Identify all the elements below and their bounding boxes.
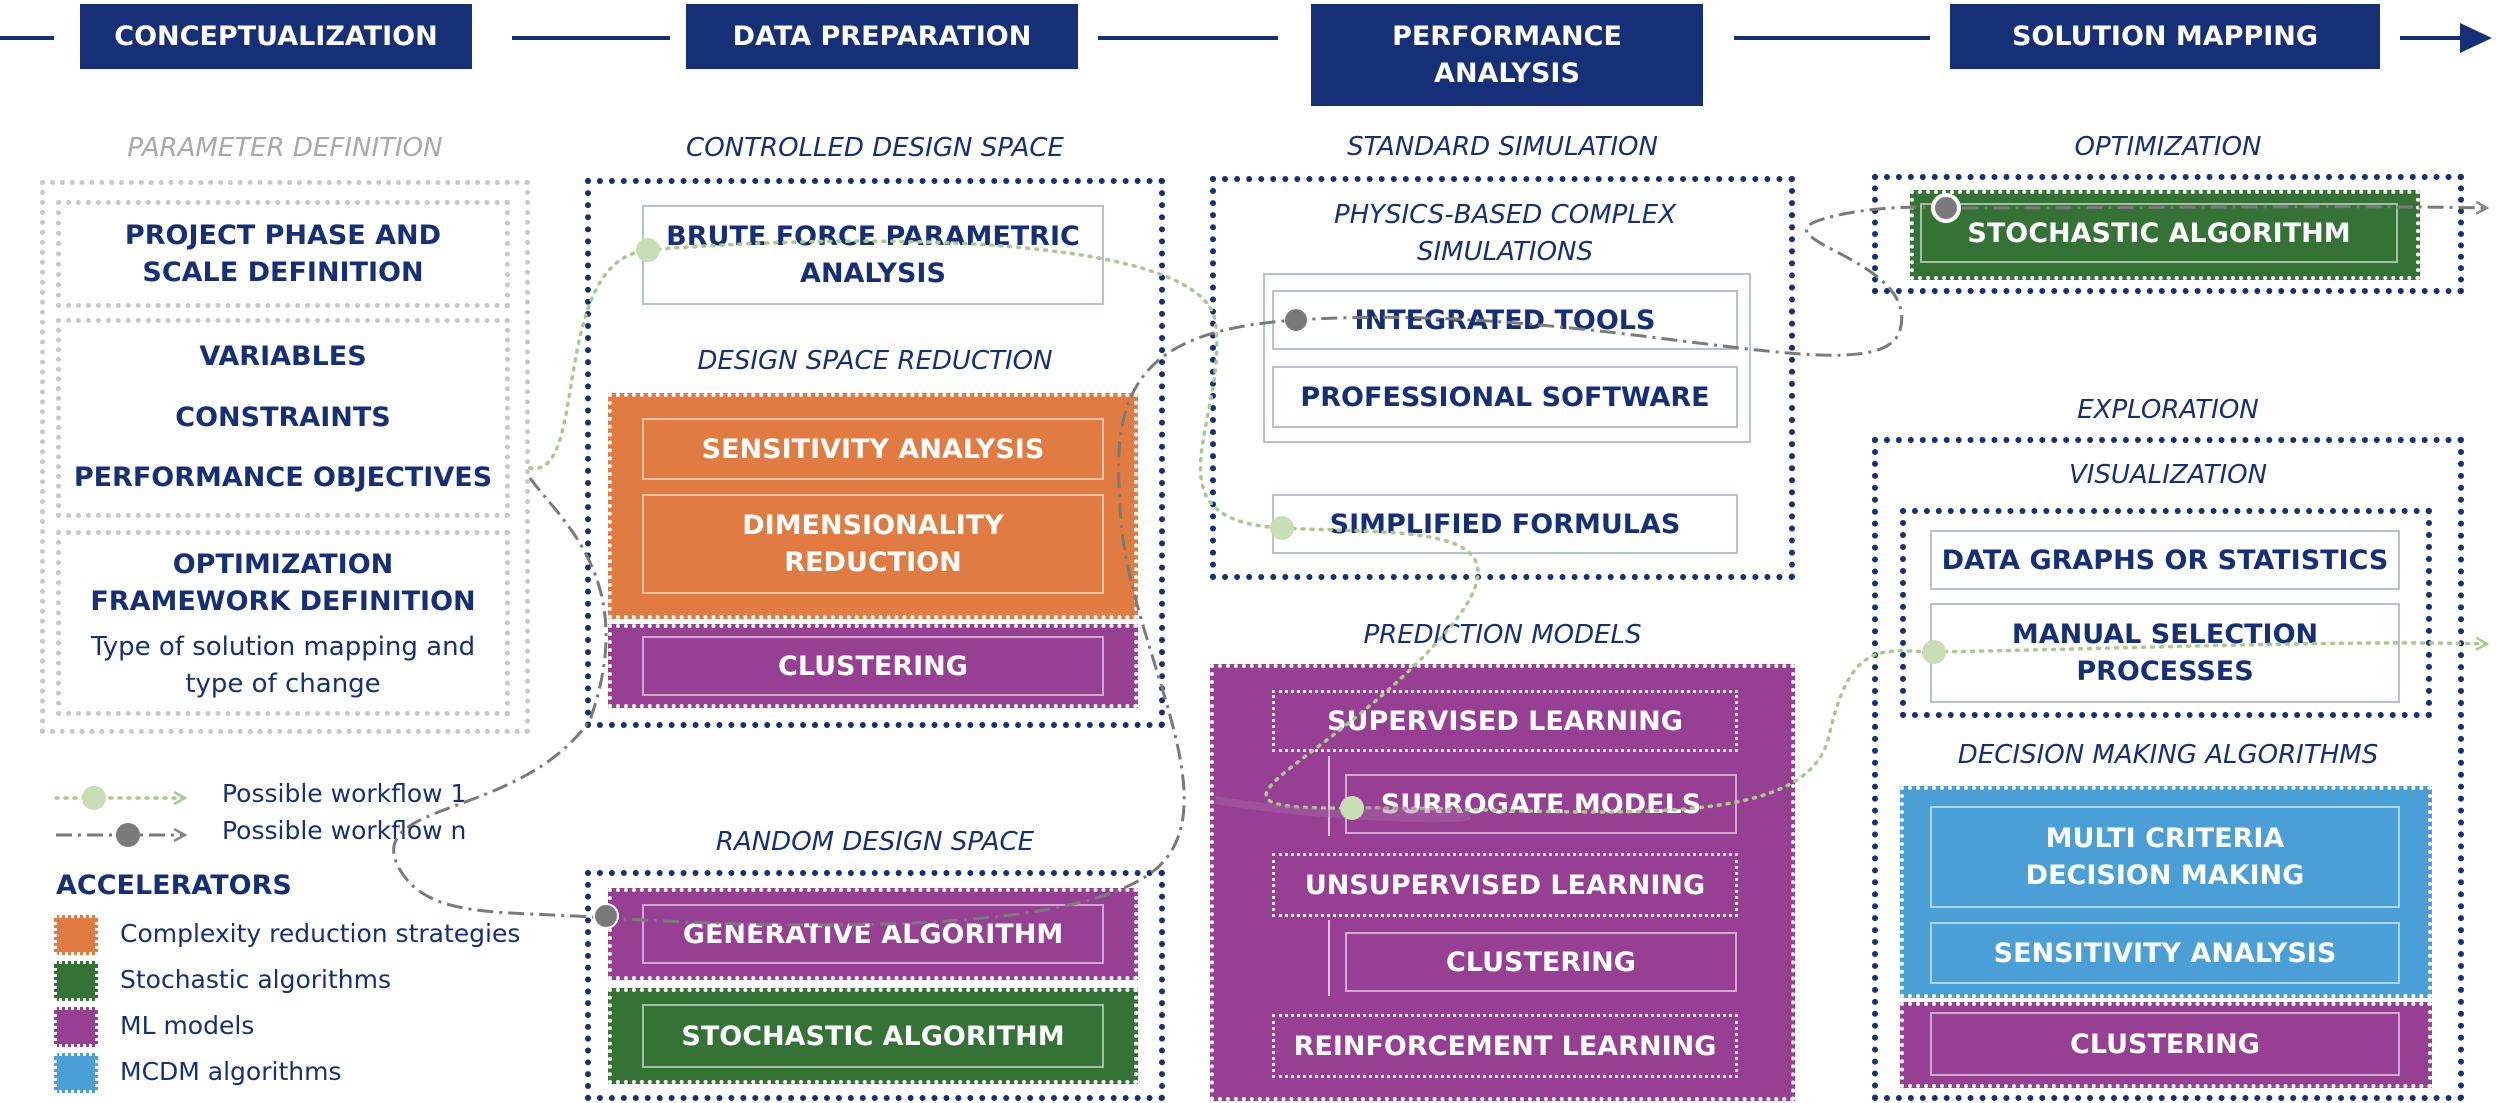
- decision-making-label: DECISION MAKING ALGORITHMS: [1957, 740, 2379, 770]
- reinforcement-learning-box: REINFORCEMENT LEARNING: [1272, 1014, 1738, 1078]
- legend-complexity: Complexity reduction strategies: [120, 919, 521, 948]
- legend-swatch-orange: [54, 915, 98, 955]
- legend-swatch-blue: [54, 1053, 98, 1093]
- design-space-reduction-label: DESIGN SPACE REDUCTION: [697, 346, 1053, 376]
- legend-workflow-1-node: [82, 786, 106, 810]
- data-graphs-box: DATA GRAPHS OR STATISTICS: [1930, 530, 2400, 590]
- standard-simulation-label: STANDARD SIMULATION: [1347, 132, 1658, 162]
- optimization-framework-label: OPTIMIZATION FRAMEWORK DEFINITION: [90, 549, 476, 617]
- sm-clustering-box: CLUSTERING: [1930, 1012, 2400, 1076]
- manual-selection-box: MANUAL SELECTION PROCESSES: [1930, 603, 2400, 703]
- performance-objectives-label: PERFORMANCE OBJECTIVES: [73, 461, 493, 493]
- mcdm-box: MULTI CRITERIA DECISION MAKING: [1930, 806, 2400, 908]
- legend-workflow-1: Possible workflow 1: [222, 779, 467, 808]
- optimization-label: OPTIMIZATION: [2074, 132, 2262, 162]
- stage-conceptualization: CONCEPTUALIZATION: [80, 4, 472, 69]
- legend-mcdm: MCDM algorithms: [120, 1057, 342, 1086]
- perf-clustering-box: CLUSTERING: [1345, 932, 1737, 992]
- stage-data-preparation: DATA PREPARATION: [686, 4, 1078, 69]
- sm-clustering-purple-block: [1900, 1002, 2432, 1088]
- tree-connector-line: [1328, 920, 1330, 996]
- accelerators-title: ACCELERATORS: [56, 870, 292, 901]
- sm-sensitivity-analysis-box: SENSITIVITY ANALYSIS: [1930, 922, 2400, 984]
- project-phase-box: PROJECT PHASE AND SCALE DEFINITION: [56, 200, 510, 308]
- brute-force-box: BRUTE FORCE PARAMETRIC ANALYSIS: [642, 205, 1104, 305]
- supervised-learning-box: SUPERVISED LEARNING: [1272, 690, 1738, 752]
- simplified-formulas-box: SIMPLIFIED FORMULAS: [1272, 494, 1738, 554]
- legend-workflow-n-node: [116, 823, 140, 847]
- parameter-definition-label: PARAMETER DEFINITION: [127, 133, 443, 163]
- sensitivity-analysis-box: SENSITIVITY ANALYSIS: [642, 418, 1104, 480]
- surrogate-models-box: SURROGATE MODELS: [1345, 774, 1737, 834]
- legend-stochastic: Stochastic algorithms: [120, 965, 392, 994]
- constraints-label: CONSTRAINTS: [175, 401, 391, 433]
- integrated-tools-box: INTEGRATED TOOLS: [1272, 290, 1738, 350]
- random-design-space-label: RANDOM DESIGN SPACE: [715, 827, 1035, 857]
- tree-connector-line: [1328, 756, 1330, 836]
- variables-label: VARIABLES: [199, 340, 367, 372]
- stage-performance-analysis: PERFORMANCE ANALYSIS: [1311, 4, 1703, 106]
- exploration-label: EXPLORATION: [2077, 395, 2259, 425]
- physics-based-label: PHYSICS-BASED COMPLEX SIMULATIONS: [1333, 200, 1677, 267]
- arrow-right-icon: [2460, 23, 2492, 53]
- legend-swatch-purple: [54, 1007, 98, 1047]
- stage-connector-line: [2400, 36, 2470, 40]
- controlled-design-space-label: CONTROLLED DESIGN SPACE: [686, 133, 1064, 163]
- unsupervised-learning-box: UNSUPERVISED LEARNING: [1272, 853, 1738, 917]
- prediction-models-label: PREDICTION MODELS: [1363, 620, 1642, 650]
- dimensionality-reduction-box: DIMENSIONALITY REDUCTION: [642, 494, 1104, 594]
- stage-connector-line: [512, 36, 670, 40]
- legend-workflow-n: Possible workflow n: [222, 816, 467, 845]
- generative-algorithm-box: GENERATIVE ALGORITHM: [642, 904, 1104, 964]
- opt-stochastic-algorithm-box: STOCHASTIC ALGORITHM: [1920, 203, 2398, 263]
- stage-connector-line: [0, 36, 54, 40]
- stage-connector-line: [1734, 36, 1930, 40]
- legend-swatch-green: [54, 961, 98, 1001]
- clustering-box: CLUSTERING: [642, 636, 1104, 696]
- stage-connector-line: [1098, 36, 1278, 40]
- framework-note: Type of solution mapping and type of cha…: [90, 632, 476, 699]
- legend-ml: ML models: [120, 1011, 255, 1040]
- stage-solution-mapping: SOLUTION MAPPING: [1950, 4, 2380, 69]
- visualization-label: VISUALIZATION: [2068, 460, 2268, 490]
- professional-software-box: PROFESSIONAL SOFTWARE: [1272, 366, 1738, 428]
- stochastic-algorithm-box: STOCHASTIC ALGORITHM: [642, 1004, 1104, 1068]
